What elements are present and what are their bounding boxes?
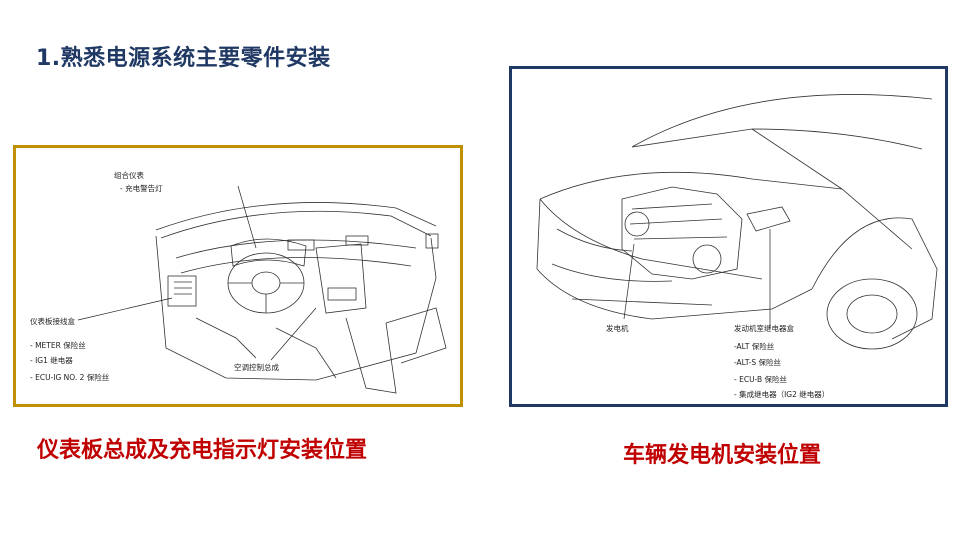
dashboard-figure-frame: 组合仪表 - 充电警告灯 仪表板接线盒 - METER 保险丝 - IG1 继电…	[13, 145, 463, 407]
generator-caption: 车辆发电机安装位置	[623, 443, 822, 468]
label-ecub-fuse: - ECU-B 保险丝	[734, 374, 788, 384]
label-engine-relay-box: 发动机室继电器盒	[734, 323, 794, 333]
label-combo-meter: 组合仪表	[114, 170, 144, 180]
label-ecu-ig-fuse: - ECU-IG NO. 2 保险丝	[30, 372, 110, 382]
label-charge-warning: - 充电警告灯	[120, 183, 163, 193]
label-meter-fuse: - METER 保险丝	[30, 340, 86, 350]
label-ac-control: 空调控制总成	[234, 362, 279, 372]
engine-line-drawing: 发电机 发动机室继电器盒 -ALT 保险丝 -ALT-S 保险丝 - ECU-B…	[536, 94, 938, 399]
label-alt-fuse: -ALT 保险丝	[734, 341, 775, 351]
engine-figure-frame: 发电机 发动机室继电器盒 -ALT 保险丝 -ALT-S 保险丝 - ECU-B…	[509, 66, 948, 407]
dashboard-line-drawing: 组合仪表 - 充电警告灯 仪表板接线盒 - METER 保险丝 - IG1 继电…	[30, 170, 447, 394]
slide-title: 1.熟悉电源系统主要零件安装	[36, 46, 331, 71]
label-alts-fuse: -ALT-S 保险丝	[734, 357, 782, 367]
label-integration-relay: - 集成继电器（IG2 继电器）	[734, 389, 829, 399]
label-ig1-relay: - IG1 继电器	[30, 355, 73, 365]
label-generator: 发电机	[606, 323, 629, 333]
label-junction-box: 仪表板接线盒	[30, 316, 75, 326]
dashboard-caption: 仪表板总成及充电指示灯安装位置	[37, 438, 368, 463]
